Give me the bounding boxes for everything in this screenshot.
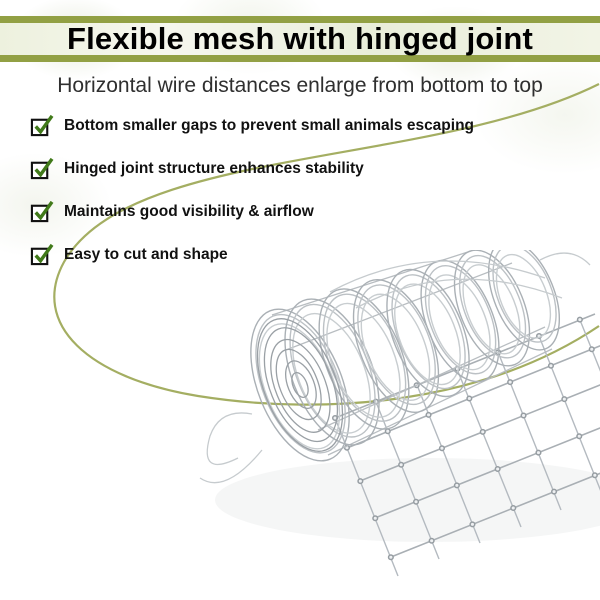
title-banner: Flexible mesh with hinged joint xyxy=(0,16,600,62)
feature-item: Easy to cut and shape xyxy=(30,243,474,266)
feature-list: Bottom smaller gaps to prevent small ani… xyxy=(30,114,474,286)
feature-item: Bottom smaller gaps to prevent small ani… xyxy=(30,114,474,137)
feature-label: Maintains good visibility & airflow xyxy=(64,202,314,220)
checkbox-check-icon xyxy=(30,243,54,266)
checkbox-check-icon xyxy=(30,200,54,223)
subtitle: Horizontal wire distances enlarge from b… xyxy=(57,74,543,97)
checkbox-check-icon xyxy=(30,157,54,180)
wire-mesh-roll-image xyxy=(199,250,600,577)
feature-label: Bottom smaller gaps to prevent small ani… xyxy=(64,116,475,134)
page-title: Flexible mesh with hinged joint xyxy=(66,21,534,56)
feature-item: Hinged joint structure enhances stabilit… xyxy=(30,157,474,180)
checkbox-check-icon xyxy=(30,114,54,137)
feature-item: Maintains good visibility & airflow xyxy=(30,200,474,223)
feature-label: Easy to cut and shape xyxy=(64,245,228,263)
feature-label: Hinged joint structure enhances stabilit… xyxy=(64,159,364,177)
